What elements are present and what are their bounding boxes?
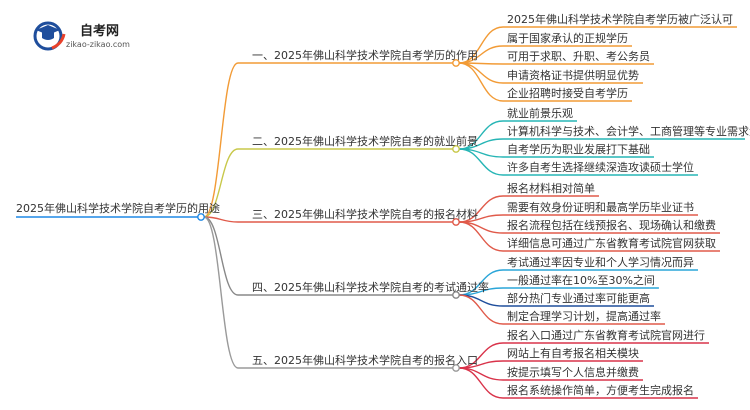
leaf-node[interactable]: 制定合理学习计划，提高通过率 <box>503 309 665 325</box>
leaf-node[interactable]: 申请资格证书提供明显优势 <box>503 68 643 84</box>
leaf-label: 一般通过率在10%至30%之间 <box>507 273 655 287</box>
leaf-node[interactable]: 企业招聘时接受自考学历 <box>503 86 632 102</box>
leaf-label: 网站上有自考报名相关模块 <box>507 346 639 360</box>
leaf-node[interactable]: 报名入口通过广东省教育考试院官网进行 <box>503 328 709 344</box>
leaf-node[interactable]: 网站上有自考报名相关模块 <box>503 346 643 362</box>
branch-node[interactable]: 五、2025年佛山科学技术学院自考的报名入口 <box>238 353 478 372</box>
leaf-label: 企业招聘时接受自考学历 <box>507 86 628 100</box>
leaf-node[interactable]: 按提示填写个人信息并缴费 <box>503 365 643 381</box>
branch-label: 五、2025年佛山科学技术学院自考的报名入口 <box>252 353 478 367</box>
leaf-label: 按提示填写个人信息并缴费 <box>507 365 639 379</box>
branch-connector-dot <box>452 364 460 372</box>
logo-title: 自考网 <box>80 23 119 39</box>
leaf-node[interactable]: 一般通过率在10%至30%之间 <box>503 273 659 289</box>
branch-label: 二、2025年佛山科学技术学院自考的就业前景 <box>252 134 478 148</box>
leaf-node[interactable]: 可用于求职、升职、考公务员 <box>503 50 654 65</box>
branch-connector-dot <box>452 291 460 299</box>
leaf-node[interactable]: 就业前景乐观 <box>503 106 577 122</box>
connector-lines <box>203 26 504 399</box>
leaf-label: 2025年佛山科学技术学院自考学历被广泛认可 <box>507 12 733 26</box>
leaf-node[interactable]: 计算机科学与技术、会计学、工商管理等专业需求大 <box>503 124 750 140</box>
branch-label: 一、2025年佛山科学技术学院自考学历的作用 <box>252 48 478 62</box>
branch-list: 一、2025年佛山科学技术学院自考学历的作用 二、2025年佛山科学技术学院自考… <box>238 48 489 372</box>
root-node[interactable]: 2025年佛山科学技术学院自考学历的用途 <box>16 201 220 221</box>
leaf-node[interactable]: 详细信息可通过广东省教育考试院官网获取 <box>503 236 720 252</box>
branch-connector-dot <box>452 145 460 153</box>
leaf-label: 部分热门专业通过率可能更高 <box>507 291 650 305</box>
leaf-label: 报名流程包括在线预报名、现场确认和缴费 <box>507 218 716 232</box>
leaf-node[interactable]: 许多自考生选择继续深造攻读硕士学位 <box>503 160 698 176</box>
branch-node[interactable]: 四、2025年佛山科学技术学院自考的考试通过率 <box>238 280 489 299</box>
branch-node[interactable]: 二、2025年佛山科学技术学院自考的就业前景 <box>238 134 478 153</box>
leaf-node[interactable]: 报名流程包括在线预报名、现场确认和缴费 <box>503 218 720 234</box>
leaf-label: 报名系统操作简单，方便考生完成报名 <box>507 383 694 397</box>
leaf-list: 2025年佛山科学技术学院自考学历被广泛认可 属于国家承认的正规学历 可用于求职… <box>503 12 750 399</box>
leaf-node[interactable]: 报名材料相对简单 <box>503 181 599 197</box>
leaf-label: 考试通过率因专业和个人学习情况而异 <box>507 255 694 269</box>
leaf-label: 就业前景乐观 <box>507 106 573 120</box>
branch-connector-dot <box>452 218 460 226</box>
branch-label: 三、2025年佛山科学技术学院自考的报名材料 <box>252 207 478 221</box>
leaf-label: 报名入口通过广东省教育考试院官网进行 <box>507 328 705 342</box>
branch-label: 四、2025年佛山科学技术学院自考的考试通过率 <box>252 280 489 294</box>
branch-node[interactable]: 一、2025年佛山科学技术学院自考学历的作用 <box>238 48 478 67</box>
leaf-label: 计算机科学与技术、会计学、工商管理等专业需求大 <box>507 124 750 138</box>
logo: 自考网 zikao-zikao.com <box>33 21 130 51</box>
leaf-label: 自考学历为职业发展打下基础 <box>507 142 650 156</box>
leaf-label: 申请资格证书提供明显优势 <box>507 68 639 82</box>
leaf-node[interactable]: 2025年佛山科学技术学院自考学历被广泛认可 <box>503 12 737 28</box>
leaf-label: 报名材料相对简单 <box>507 181 595 195</box>
leaf-label: 许多自考生选择继续深造攻读硕士学位 <box>507 160 694 174</box>
leaf-label: 需要有效身份证明和最高学历毕业证书 <box>507 200 694 214</box>
leaf-label: 详细信息可通过广东省教育考试院官网获取 <box>507 236 716 250</box>
leaf-label: 可用于求职、升职、考公务员 <box>507 50 650 63</box>
root-label: 2025年佛山科学技术学院自考学历的用途 <box>16 201 220 215</box>
leaf-node[interactable]: 考试通过率因专业和个人学习情况而异 <box>503 255 698 271</box>
leaf-label: 制定合理学习计划，提高通过率 <box>507 309 661 323</box>
root-connector-dot <box>197 213 205 221</box>
leaf-node[interactable]: 需要有效身份证明和最高学历毕业证书 <box>503 200 698 216</box>
leaf-node[interactable]: 属于国家承认的正规学历 <box>503 31 632 47</box>
graduation-cap-icon <box>33 21 66 51</box>
branch-connector-dot <box>452 59 460 67</box>
leaf-node[interactable]: 报名系统操作简单，方便考生完成报名 <box>503 383 698 399</box>
leaf-node[interactable]: 自考学历为职业发展打下基础 <box>503 142 654 158</box>
branch-node[interactable]: 三、2025年佛山科学技术学院自考的报名材料 <box>238 207 478 226</box>
logo-url: zikao-zikao.com <box>66 40 130 49</box>
leaf-label: 属于国家承认的正规学历 <box>507 31 628 45</box>
leaf-node[interactable]: 部分热门专业通过率可能更高 <box>503 291 654 307</box>
